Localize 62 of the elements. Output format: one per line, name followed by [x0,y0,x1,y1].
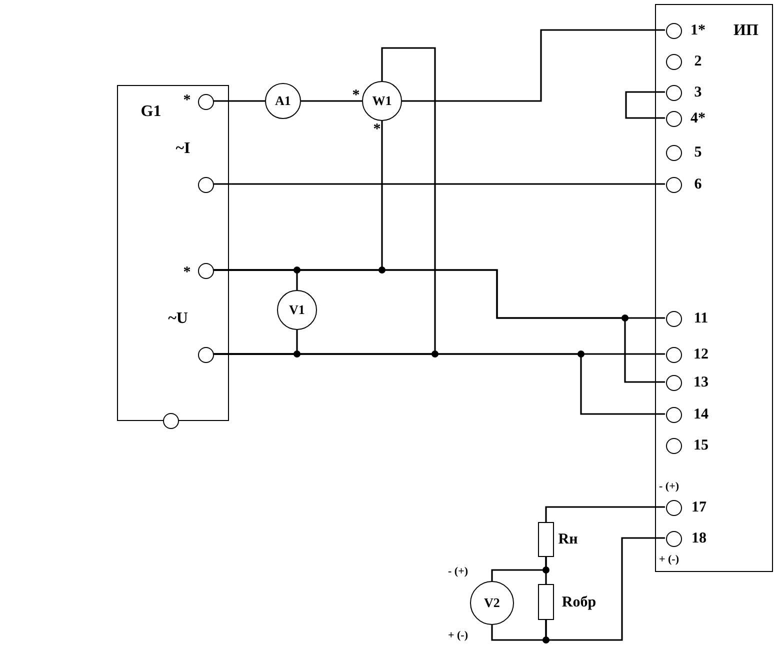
voltmeter-symbol: V2 [470,581,514,625]
terminal-number: 1* [690,24,706,38]
instrument-box [655,4,773,572]
terminal-number: 2 [694,54,702,70]
polarity-label: - (+) [448,566,468,578]
polarity-mark: * [183,94,191,108]
terminal-circle [666,438,682,454]
resistor-label: Rн [558,532,578,548]
terminal-circle [666,85,682,101]
wire [213,353,665,415]
terminal-circle [666,311,682,327]
terminal-number: 11 [694,312,708,326]
terminal-number: 15 [694,438,708,454]
terminal-number: 13 [694,376,708,390]
ammeter-symbol: A1 [265,83,301,119]
terminal-circle [666,500,682,516]
terminal-number: 5 [694,146,702,160]
wire [402,29,665,102]
terminal-circle [666,145,682,161]
terminal-circle [666,23,682,39]
wire [213,269,665,383]
mode-label: ~U [168,311,188,327]
resistor-symbol [538,522,554,557]
polarity-label: - (+) [659,482,679,492]
terminal-circle [666,407,682,423]
terminal-circle [666,111,682,127]
voltmeter-symbol: V1 [277,290,317,330]
polarity-mark: * [373,122,381,138]
terminal-number: 4* [690,112,706,126]
terminal-number: 6 [694,178,702,192]
terminal-circle [163,413,179,429]
terminal-number: 17 [692,500,706,516]
terminal-circle [666,375,682,391]
wire [301,100,362,102]
terminal-number: 12 [694,348,708,362]
wire [491,557,547,581]
wattmeter-symbol: W1 [362,81,402,121]
wire [213,100,265,102]
mode-label: ~I [176,141,190,157]
wire [625,91,665,119]
polarity-mark: * [352,88,360,104]
resistor-label: Rобр [562,596,596,610]
polarity-label: + (-) [448,630,468,642]
terminal-circle [666,177,682,193]
terminal-circle [666,347,682,363]
terminal-number: 18 [692,532,706,546]
wire [545,537,665,641]
wire [545,506,665,522]
polarity-label: + (-) [659,554,679,566]
resistor-symbol [538,584,554,620]
terminal-number: 14 [694,408,708,422]
terminal-circle [198,347,214,363]
terminal-circle [666,531,682,547]
terminal-number: 3 [694,86,702,100]
terminal-circle [198,177,214,193]
wire [213,183,665,185]
polarity-mark: * [183,266,191,280]
instrument-label: ИП [734,23,758,39]
terminal-circle [198,94,214,110]
terminal-circle [198,263,214,279]
generator-label: G1 [140,104,162,120]
terminal-circle [666,54,682,70]
